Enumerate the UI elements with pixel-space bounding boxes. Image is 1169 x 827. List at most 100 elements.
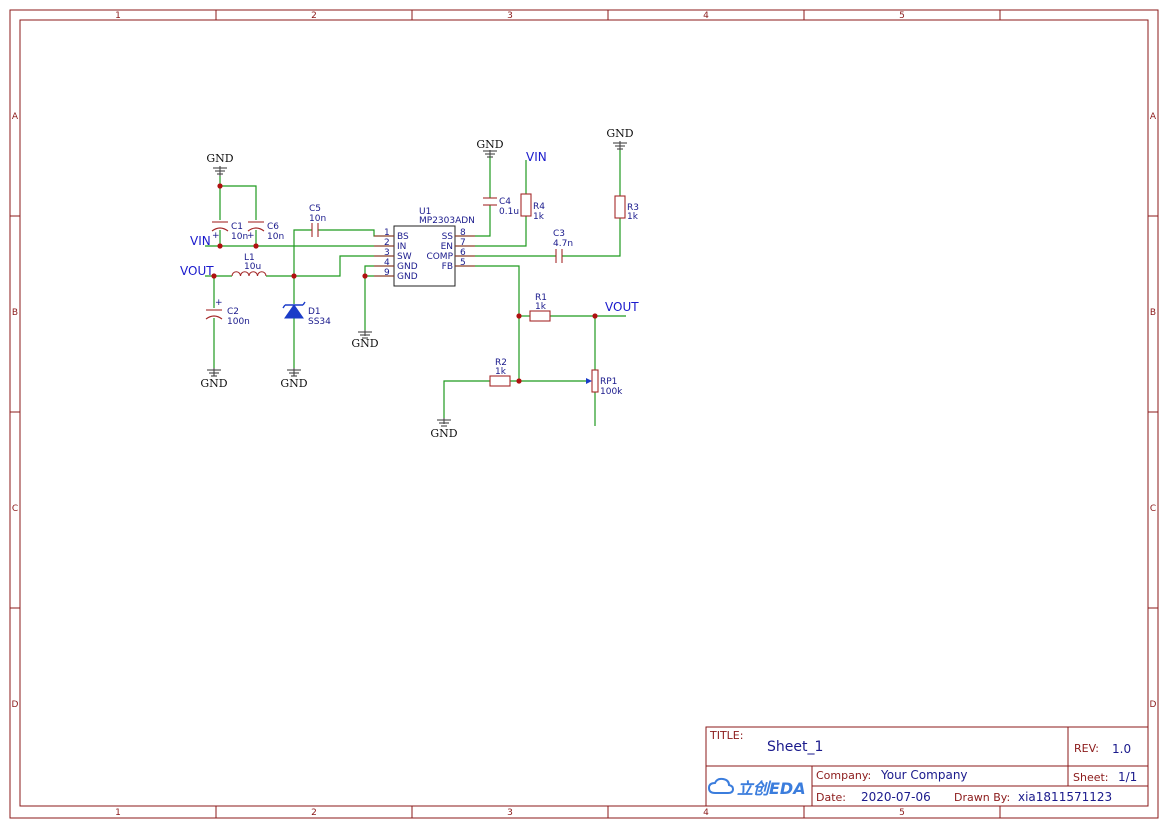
l1-value: 10u (244, 262, 261, 272)
c2-value: 100n (227, 317, 250, 327)
logo-text: 立创EDA (737, 779, 806, 798)
junction-dot (211, 273, 217, 279)
u1-pin-8-name: SS (442, 232, 454, 242)
d1-ref: D1 (308, 307, 321, 317)
r3-ref: R3 (627, 203, 639, 213)
zone-row-a-left: A (12, 112, 19, 122)
company-value: Your Company (880, 768, 968, 782)
u1-pin-3-num: 3 (384, 248, 390, 258)
r4-value: 1k (533, 212, 545, 222)
u1-pin-2-num: 2 (384, 238, 390, 248)
junction-dot (253, 243, 259, 249)
r4-ref: R4 (533, 202, 545, 212)
u1-pin-9-name: GND (397, 272, 418, 282)
sheet-label: Sheet: (1073, 771, 1109, 784)
zone-col-3-bottom: 3 (507, 808, 513, 818)
zone-row-d-left: D (12, 700, 19, 710)
zone-row-d-right: D (1150, 700, 1157, 710)
zone-row-c-left: C (12, 504, 18, 514)
zone-col-5-top: 5 (899, 11, 905, 21)
zone-col-3-top: 3 (507, 11, 513, 21)
gnd-symbol-r3: GND (606, 127, 634, 150)
c1-ref: C1 (231, 222, 243, 232)
junctions (211, 183, 598, 384)
u1-pin-7-name: EN (441, 242, 453, 252)
zone-col-2-top: 2 (311, 11, 317, 21)
c2-plus: + (215, 298, 223, 308)
net-label-vin-top: VIN (526, 150, 547, 164)
rev-value: 1.0 (1112, 742, 1131, 756)
gnd-label: GND (280, 377, 307, 390)
ic-u1-mp2303adn: U1 MP2303ADN 1 2 3 4 9 BS IN SW GND GND … (374, 207, 475, 287)
capacitor-c5: C5 10n (309, 204, 326, 237)
c6-value: 10n (267, 232, 284, 242)
gnd-symbol-r2: GND (430, 418, 458, 440)
date-label: Date: (816, 791, 846, 804)
c4-value: 0.1u (499, 207, 519, 217)
zone-col-2-bottom: 2 (311, 808, 317, 818)
title-label: TITLE: (709, 729, 743, 742)
zone-col-4-bottom: 4 (703, 808, 709, 818)
c2-ref: C2 (227, 307, 239, 317)
capacitor-c3: C3 4.7n (553, 229, 573, 263)
drawn-by-value: xia1811571123 (1018, 790, 1112, 804)
zone-row-b-right: B (1150, 308, 1156, 318)
drawn-by-label: Drawn By: (954, 791, 1010, 804)
c5-value: 10n (309, 214, 326, 224)
potentiometer-rp1: RP1 100k (586, 369, 623, 397)
net-label-vout-left: VOUT (180, 264, 214, 278)
junction-dot (362, 273, 368, 279)
u1-pin-8-num: 8 (460, 228, 466, 238)
c1-plus: + (212, 231, 220, 241)
resistor-r2: R2 1k (489, 358, 511, 387)
r1-ref: R1 (535, 293, 547, 303)
inductor-l1: L1 10u (231, 253, 267, 277)
resistor-r3: R3 1k (614, 195, 639, 222)
zone-col-1-top: 1 (115, 11, 121, 21)
gnd-symbol-c1: GND (206, 152, 234, 176)
capacitor-c2: + C2 100n (205, 298, 250, 327)
capacitor-c6: + C6 10n (247, 221, 284, 242)
junction-dot (592, 313, 598, 319)
l1-ref: L1 (244, 253, 255, 263)
junction-dot (217, 243, 223, 249)
u1-pin-2-name: IN (397, 242, 406, 252)
d1-value: SS34 (308, 317, 331, 327)
u1-pin-1-name: BS (397, 232, 409, 242)
zone-col-1-bottom: 1 (115, 808, 121, 818)
gnd-label: GND (430, 427, 457, 440)
c3-value: 4.7n (553, 239, 573, 249)
junction-dot (217, 183, 223, 189)
u1-pin-5-name: FB (442, 262, 453, 272)
junction-dot (516, 313, 522, 319)
junction-dot (516, 378, 522, 384)
r1-value: 1k (535, 302, 547, 312)
lceda-logo: 立创EDA (707, 777, 806, 798)
sheet-title: Sheet_1 (767, 739, 823, 755)
c4-ref: C4 (499, 197, 511, 207)
resistor-r1: R1 1k (529, 293, 551, 322)
r3-value: 1k (627, 212, 639, 222)
cloud-icon (707, 777, 735, 794)
zone-labels: 1 2 3 4 5 1 2 3 4 5 A B C D A B C D (12, 11, 1157, 818)
gnd-label: GND (206, 152, 233, 165)
resistor-r4: R4 1k (520, 193, 545, 222)
junction-dot (291, 273, 297, 279)
u1-pin-4-name: GND (397, 262, 418, 272)
date-value: 2020-07-06 (861, 790, 931, 804)
c3-ref: C3 (553, 229, 565, 239)
r2-ref: R2 (495, 358, 507, 368)
u1-pin-7-num: 7 (460, 238, 466, 248)
zone-col-4-top: 4 (703, 11, 709, 21)
r2-value: 1k (495, 367, 507, 377)
c6-plus: + (247, 231, 255, 241)
gnd-label: GND (476, 138, 503, 151)
c1-value: 10n (231, 232, 248, 242)
gnd-label: GND (200, 377, 227, 390)
u1-pin-4-num: 4 (384, 258, 390, 268)
sheet-value: 1/1 (1118, 770, 1137, 784)
c6-ref: C6 (267, 222, 279, 232)
rp1-value: 100k (600, 387, 623, 397)
gnd-symbol-c4: GND (476, 138, 504, 158)
